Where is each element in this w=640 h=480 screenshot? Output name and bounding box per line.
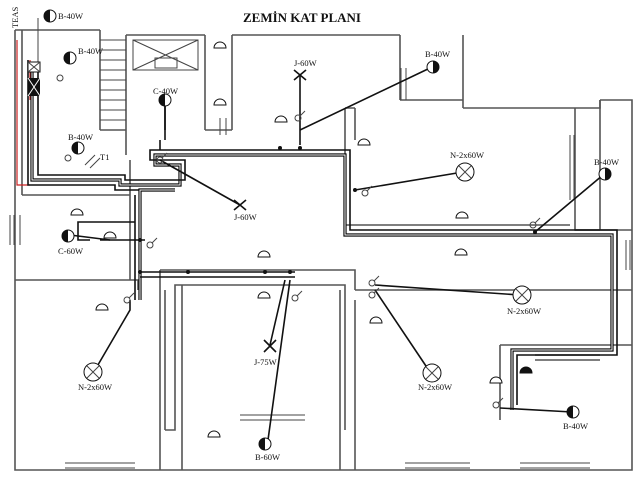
label-n2x60-right-mid: N-2x60W — [507, 306, 541, 316]
label-b40-left: B-40W — [78, 46, 103, 56]
walls — [9, 29, 633, 471]
ceiling-lamp-icon — [158, 93, 172, 107]
ceiling-lamp-icon — [61, 229, 75, 243]
label-b40-bottom-right: B-40W — [563, 421, 588, 431]
wall-lamp-icon — [71, 141, 85, 155]
label-c60: C-60W — [58, 246, 83, 256]
junction-lamp-icon — [263, 339, 277, 353]
wall-lamp-icon — [566, 405, 580, 419]
wall-lamp-icon — [598, 167, 612, 181]
label-n2x60-right-top: N-2x60W — [450, 150, 484, 160]
switch-icons — [64, 110, 541, 409]
service-line — [16, 40, 30, 186]
fluorescent-lamp-icon — [455, 162, 475, 182]
label-b60-bottom: B-60W — [255, 452, 280, 462]
label-n2x60-center: N-2x60W — [418, 382, 452, 392]
junction-lamp-icon — [233, 199, 247, 211]
junction-dots — [138, 146, 537, 274]
teas-label: TEAS — [10, 6, 20, 28]
fluorescent-lamp-icon — [422, 363, 442, 383]
wiring — [27, 60, 618, 441]
label-b40-top-right: B-40W — [425, 49, 450, 59]
meter-panel: TEAS T1 — [10, 6, 109, 169]
plan-title: ZEMİN KAT PLANI — [243, 10, 361, 25]
wall-lamp-icon — [43, 9, 57, 23]
fluorescent-lamp-icon — [512, 285, 532, 305]
wall-lamp-icon — [258, 437, 272, 451]
fluorescent-lamp-icon — [83, 362, 103, 382]
wall-lamp-icon — [63, 51, 77, 65]
t1-label: T1 — [100, 152, 109, 162]
label-j60-top: J-60W — [294, 58, 317, 68]
label-b40-left-lower: B-40W — [68, 132, 93, 142]
wall-lamp-icon — [426, 60, 440, 74]
label-n2x60-left: N-2x60W — [78, 382, 112, 392]
label-b40-right: B-40W — [594, 157, 619, 167]
label-j60-mid: J-60W — [234, 212, 257, 222]
label-b40-top-left: B-40W — [58, 11, 83, 21]
label-c40: C-40W — [153, 86, 178, 96]
label-j75: J-75W — [254, 357, 277, 367]
junction-lamp-icon — [293, 69, 307, 81]
socket-icons — [70, 41, 533, 438]
